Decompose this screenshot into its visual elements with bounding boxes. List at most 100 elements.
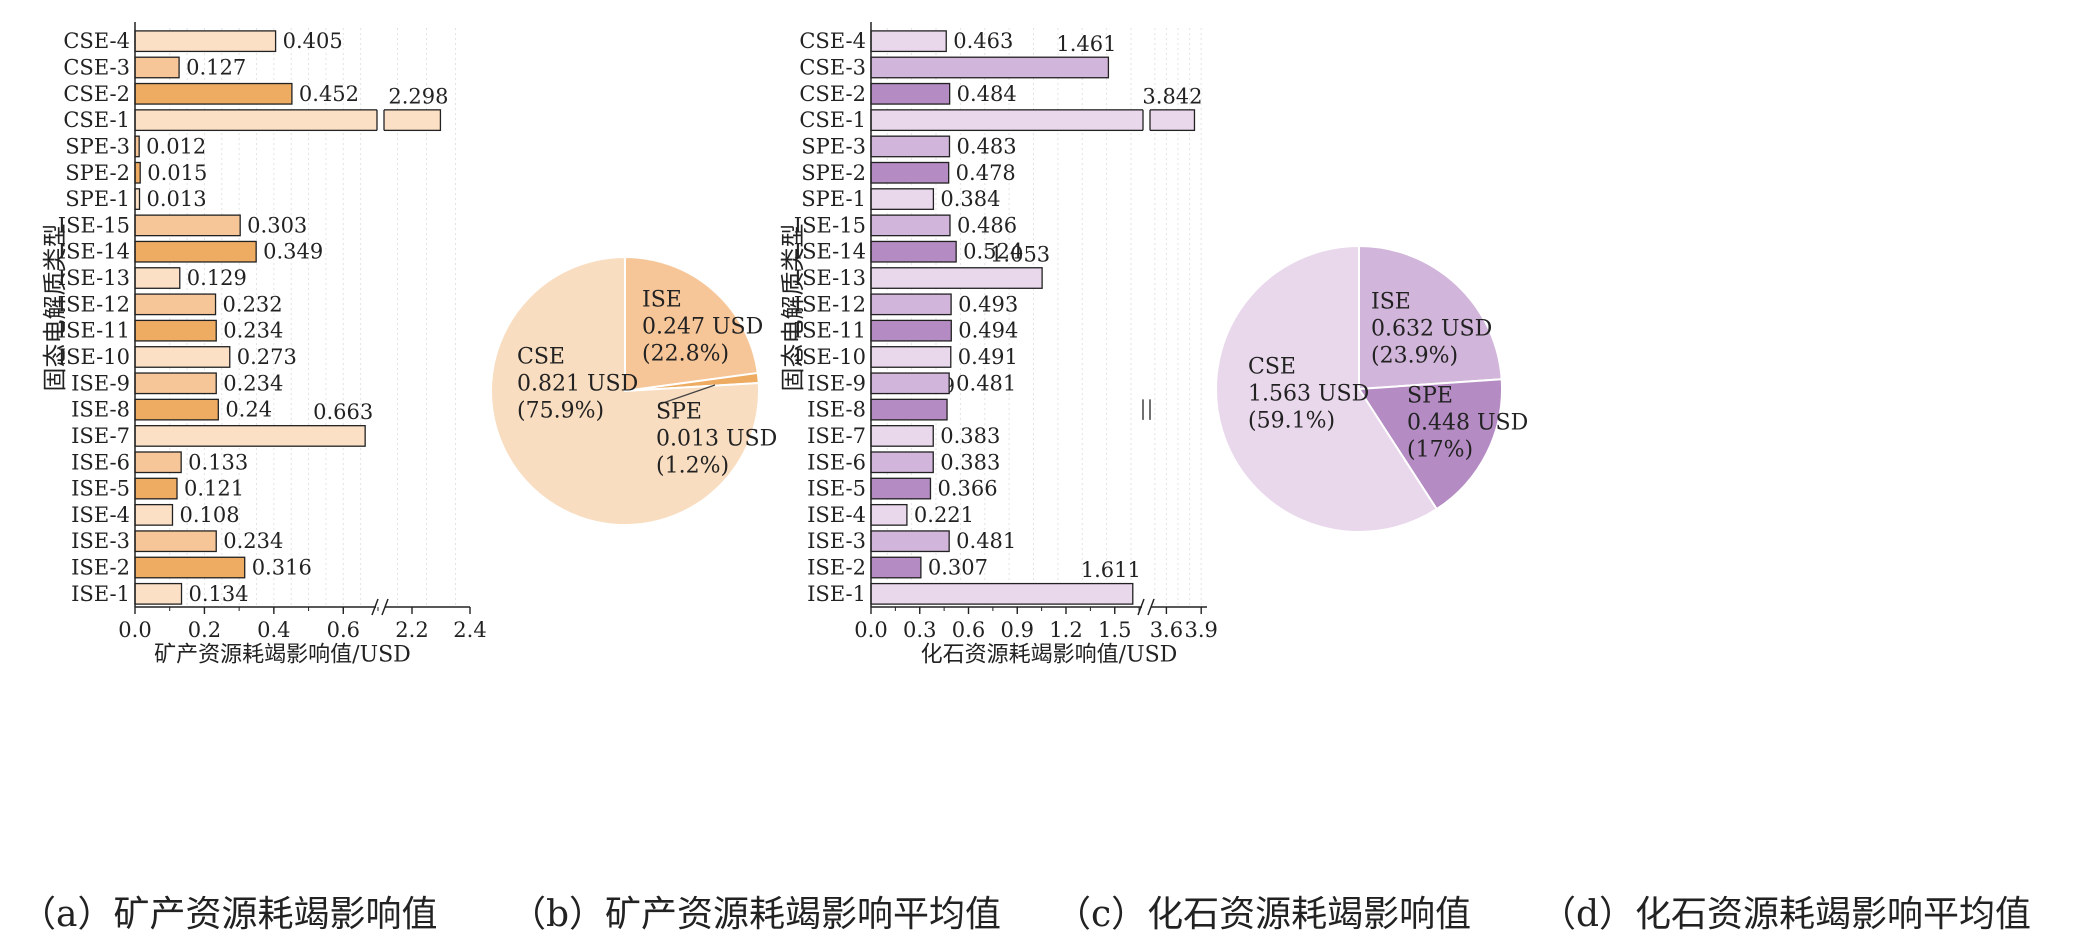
bar-break-gap: [1143, 107, 1150, 133]
data-label: 0.133: [188, 450, 248, 474]
pie-label: CSE: [517, 345, 565, 370]
data-label: 0.366: [937, 477, 997, 501]
bar-cse-4: [870, 30, 947, 53]
x-tick-label: 0.3: [903, 618, 936, 642]
bar-ise-10: [134, 346, 231, 368]
pie-percent: (23.9%): [1371, 344, 1458, 369]
pie-percent: (17%): [1407, 438, 1473, 463]
y-tick-label: CSE-4: [63, 29, 130, 53]
bar-ise-12: [870, 293, 952, 316]
y-tick-label: ISE-13: [58, 266, 130, 290]
bar-cse-3: [134, 56, 180, 79]
y-tick-label: CSE-3: [799, 55, 866, 79]
y-tick-label: ISE-11: [58, 319, 130, 343]
y-tick-label: SPE-3: [65, 134, 130, 158]
y-tick-label: ISE-11: [794, 319, 866, 343]
y-tick-label: CSE-2: [799, 82, 866, 106]
caption-c: （c）化石资源耗竭影响值: [1055, 894, 1472, 935]
pie-slice-ise: [1358, 244, 1503, 391]
data-label: 0.383: [940, 450, 1000, 474]
data-label: 0.491: [958, 345, 1018, 369]
x-tick-label: 0.0: [854, 618, 887, 642]
bar-ise-14: [870, 240, 957, 263]
y-tick-label: ISE-7: [71, 424, 130, 448]
bar-ise-11: [870, 319, 952, 342]
x-tick-label: 0.6: [327, 618, 360, 642]
axis-break-mark: [371, 598, 379, 616]
y-tick-label: ISE-8: [807, 398, 866, 422]
data-label: 0.316: [252, 556, 312, 580]
axis-break-mark: [1137, 598, 1145, 616]
y-tick-label: ISE-3: [807, 529, 866, 553]
bar-ise-14: [134, 240, 257, 263]
bar-ise-4: [870, 503, 908, 526]
pie-value: 0.448 USD: [1407, 411, 1528, 436]
data-label: 0.134: [189, 582, 249, 606]
pie-value: 0.821 USD: [517, 372, 638, 397]
pie-value: 0.247 USD: [642, 315, 763, 340]
data-label: 0.232: [223, 292, 283, 316]
bar-ise-1: [134, 582, 183, 605]
bar-ise-6: [134, 451, 182, 474]
bar-ise-9: [134, 372, 217, 395]
y-tick-label: CSE-1: [799, 108, 866, 132]
x-tick-label: 1.5: [1098, 618, 1131, 642]
axis-break-mark: [381, 598, 389, 616]
bar-cse-4: [134, 30, 277, 53]
data-label: 0.486: [957, 213, 1017, 237]
x-tick-label: 3.9: [1184, 618, 1217, 642]
y-tick-label: SPE-2: [801, 161, 866, 185]
bar-spe-3: [870, 135, 951, 158]
data-label: 0.463: [953, 29, 1013, 53]
bar-spe-2: [870, 161, 950, 184]
y-axis-title: 固态电解质类型: [779, 224, 807, 392]
y-tick-label: CSE-2: [63, 82, 130, 106]
pie-slice-spe: [1357, 378, 1504, 511]
data-label: 0.307: [928, 556, 988, 580]
data-label: 0.349: [263, 240, 323, 264]
y-tick-label: ISE-4: [807, 503, 866, 527]
y-tick-label: ISE-12: [58, 292, 130, 316]
y-tick-label: SPE-2: [65, 161, 130, 185]
data-label: 0.234: [223, 371, 283, 395]
pie-label: CSE: [1248, 355, 1296, 380]
x-tick-label: 0.2: [188, 618, 221, 642]
y-tick-label: ISE-10: [794, 345, 866, 369]
bar-ise-3: [870, 530, 950, 553]
y-tick-label: ISE-5: [71, 477, 130, 501]
data-label: 0.481: [956, 529, 1016, 553]
data-label: 0.234: [223, 529, 283, 553]
y-tick-label: ISE-4: [71, 503, 130, 527]
pie-value: 0.013 USD: [656, 427, 777, 452]
data-label: 1.053: [990, 242, 1050, 266]
axis-break-mark: [1147, 598, 1155, 616]
pie-slice-ise: [624, 255, 759, 393]
y-tick-label: ISE-8: [71, 398, 130, 422]
pie-percent: (59.1%): [1248, 409, 1335, 434]
bar-ise-2: [134, 556, 246, 579]
caption-a: （a）矿产资源耗竭影响值: [20, 894, 438, 935]
data-label: 0.013: [147, 187, 207, 211]
bar-cse-2: [870, 82, 951, 105]
data-label: 0.481: [956, 371, 1016, 395]
data-label: 0.663: [313, 400, 373, 424]
caption-d: （d）化石资源耗竭影响平均值: [1540, 894, 2032, 935]
y-tick-label: ISE-9: [807, 371, 866, 395]
bar-break-gap: [377, 107, 384, 133]
bar-ise-8: [134, 398, 219, 421]
bar-ise-1: [870, 582, 1134, 605]
bar-cse-2: [134, 82, 293, 105]
y-tick-label: SPE-1: [801, 187, 866, 211]
y-tick-label: SPE-3: [801, 134, 866, 158]
data-label: 1.461: [1056, 32, 1116, 56]
data-label: 0.015: [147, 161, 207, 185]
data-label: 0.524: [963, 240, 1023, 264]
x-tick-label: 0.0: [118, 618, 151, 642]
y-tick-label: ISE-14: [58, 240, 130, 264]
x-tick-label: 2.4: [453, 618, 486, 642]
pie-slice-cse: [490, 255, 760, 526]
bar-ise-5: [134, 477, 178, 500]
bar-ise-8: [870, 398, 948, 421]
data-label: 0.303: [247, 213, 307, 237]
pie-slice-cse: [1215, 244, 1439, 533]
